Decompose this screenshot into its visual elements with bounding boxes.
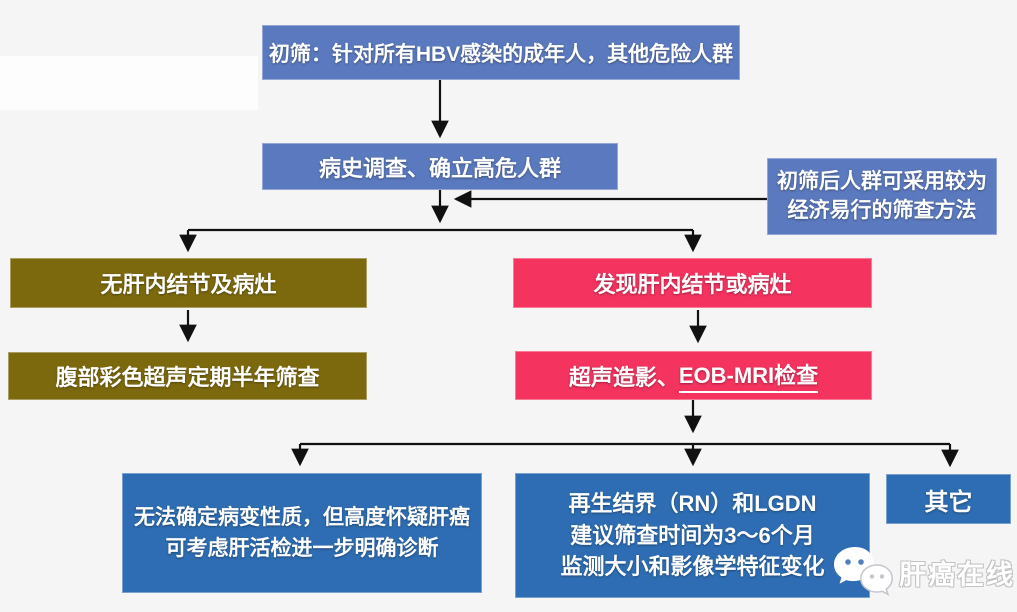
node-nodule-found-label: 发现肝内结节或病灶 [593, 272, 792, 297]
note-line-2: 经济易行的筛查方法 [787, 198, 977, 222]
node-contrast-underlined: EOB-MRI检查 [678, 358, 819, 393]
node-no-nodule-label: 无肝内结节及病灶 [100, 272, 277, 297]
rn-lgdn-line-1: 再生结界（RN）和LGDN [568, 490, 817, 516]
node-nodule-found: 发现肝内结节或病灶 [513, 258, 872, 308]
node-initial-screening: 初筛：针对所有HBV感染的成年人，其他危险人群 [262, 25, 740, 80]
node-other-label: 其它 [924, 488, 973, 516]
node-other: 其它 [886, 474, 1011, 524]
node-biopsy: 无法确定病变性质，但高度怀疑肝癌 可考虑肝活检进一步明确诊断 [122, 473, 482, 593]
node-history-survey: 病史调查、确立高危人群 [262, 143, 618, 190]
node-abdominal-ultrasound: 腹部彩色超声定期半年筛查 [8, 352, 367, 400]
node-post-screening-note: 初筛后人群可采用较为 经济易行的筛查方法 [767, 158, 997, 235]
node-rn-lgdn: 再生结界（RN）和LGDN 建议筛查时间为3～6个月 监测大小和影像学特征变化 [515, 473, 870, 598]
watermark-label: 肝癌在线 [899, 559, 1015, 590]
rn-lgdn-line-3: 监测大小和影像学特征变化 [560, 554, 825, 580]
node-initial-screening-label: 初筛：针对所有HBV感染的成年人，其他危险人群 [268, 42, 734, 66]
node-history-survey-label: 病史调查、确立高危人群 [318, 155, 561, 181]
rn-lgdn-line-2: 建议筛查时间为3～6个月 [570, 522, 815, 548]
node-abdominal-ultrasound-label: 腹部彩色超声定期半年筛查 [55, 365, 320, 390]
node-no-nodule: 无肝内结节及病灶 [10, 258, 367, 308]
watermark: 肝癌在线 [831, 543, 1015, 601]
background-patch [0, 56, 258, 110]
note-line-1: 初筛后人群可采用较为 [777, 170, 987, 194]
wechat-icon [834, 547, 893, 596]
node-contrast-eob-mri: 超声造影、EOB-MRI检查 [515, 351, 872, 400]
biopsy-line-1: 无法确定病变性质，但高度怀疑肝癌 [134, 505, 470, 529]
biopsy-line-2: 可考虑肝活检进一步明确诊断 [165, 537, 439, 560]
node-contrast-prefix: 超声造影、 [568, 364, 679, 390]
